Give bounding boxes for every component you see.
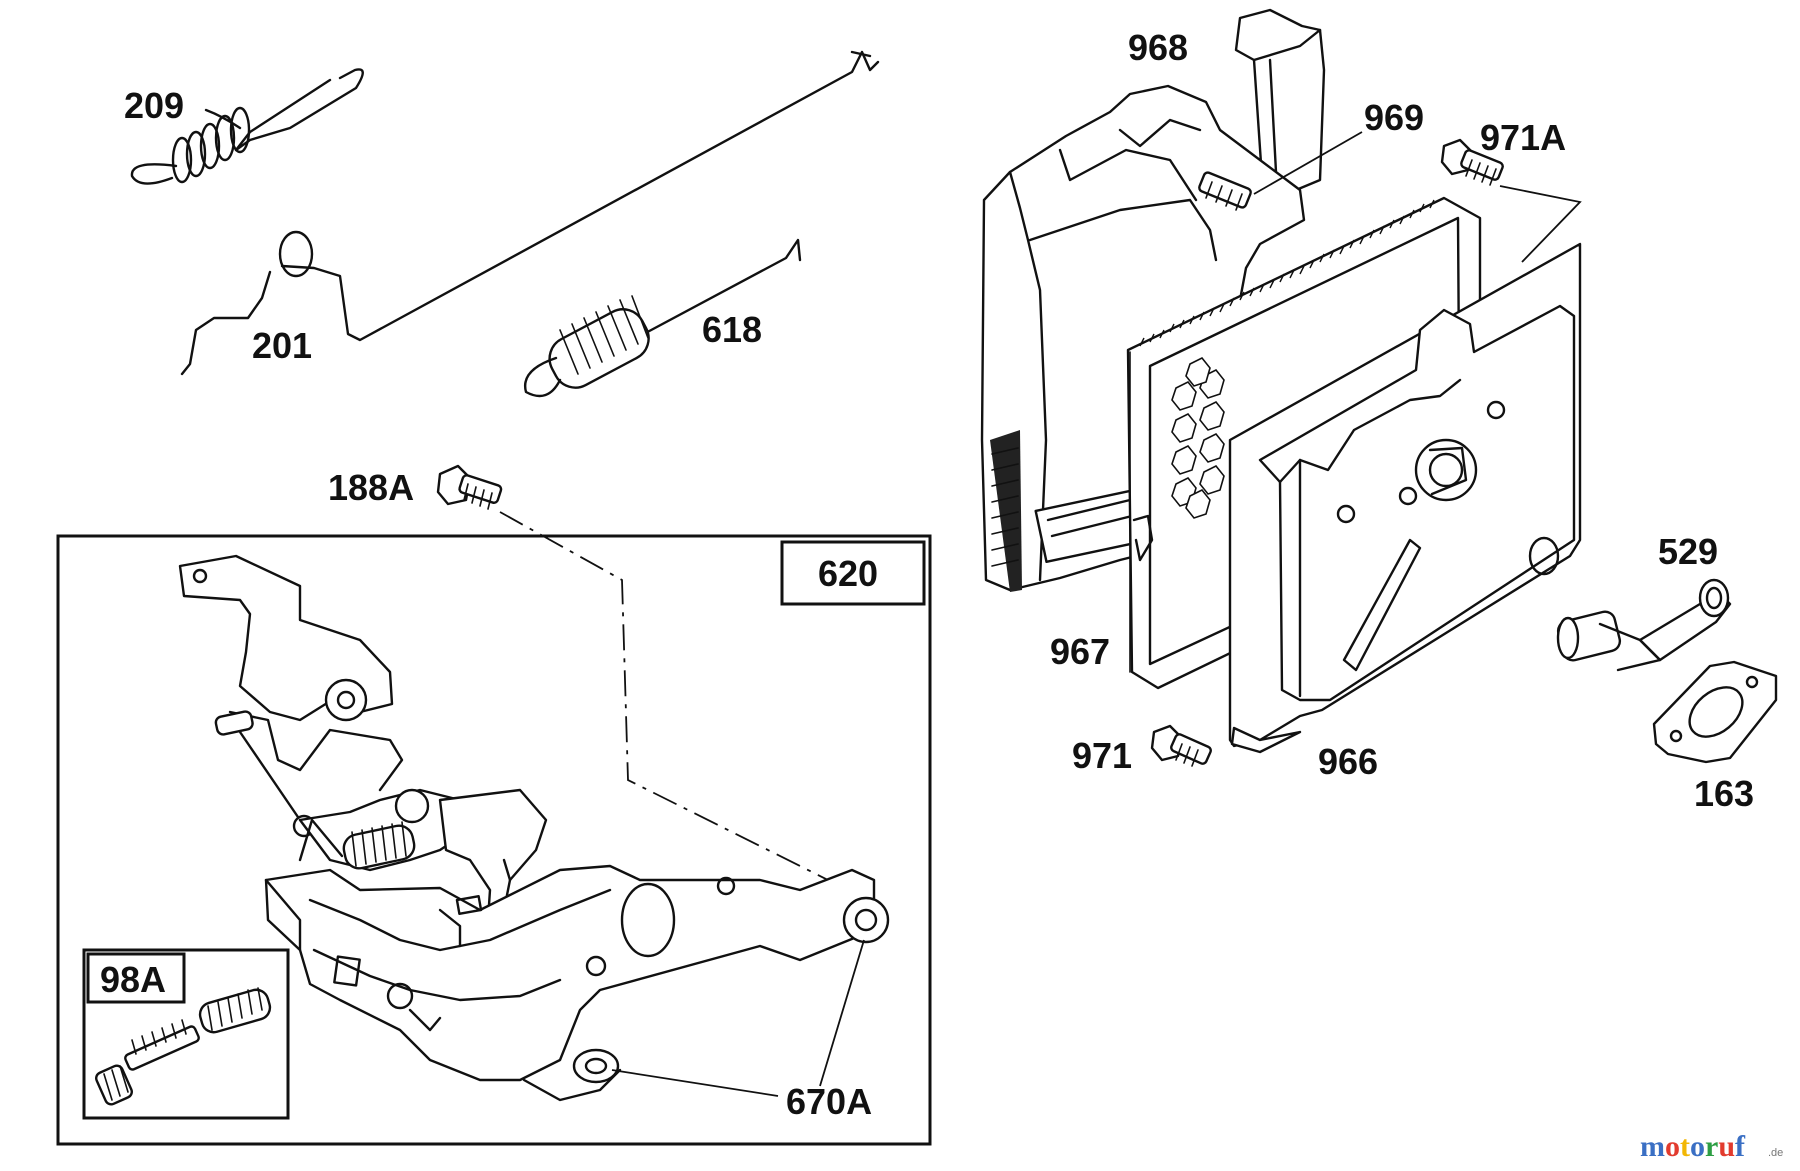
part-971a-screw (1440, 138, 1504, 186)
part-201-governor-rod (180, 50, 880, 376)
label-971: 971 (1072, 735, 1132, 776)
leader-670a-upper (819, 939, 865, 1087)
label-529: 529 (1658, 531, 1718, 572)
wm-letter-2: t (1680, 1130, 1690, 1163)
label-618: 618 (702, 309, 762, 350)
part-529-breather-tube (1556, 578, 1732, 672)
label-163: 163 (1694, 773, 1754, 814)
part-971-screw (1150, 724, 1212, 767)
wm-letter-4: r (1705, 1130, 1718, 1163)
svg-text:motoruf: motoruf (1640, 1130, 1746, 1163)
label-670a: 670A (786, 1081, 872, 1122)
label-966: 966 (1318, 741, 1378, 782)
part-618-governor-spring (523, 238, 802, 398)
wm-letter-1: o (1665, 1130, 1680, 1163)
leader-969 (1253, 131, 1363, 195)
assembly-dash-line (499, 511, 857, 895)
leader-670a-lower (611, 1069, 779, 1097)
wm-letter-6: f (1735, 1130, 1746, 1163)
label-968: 968 (1128, 27, 1188, 68)
part-188a-screw (436, 464, 503, 510)
part-969-stud (1198, 171, 1252, 211)
wm-suffix: .de (1768, 1147, 1783, 1159)
inset-98a-frame (82, 948, 290, 1120)
watermark-logo: motoruf .de (1640, 1130, 1783, 1163)
part-98a-screw-spring (95, 987, 272, 1106)
part-966-cover (1228, 242, 1582, 754)
wm-letter-0: m (1640, 1130, 1665, 1163)
inset-98a-tag (86, 952, 186, 1004)
part-209-spring-clip (130, 68, 364, 185)
assembly-620-frame (56, 534, 932, 1146)
label-98a: 98A (100, 959, 166, 1000)
label-969: 969 (1364, 97, 1424, 138)
part-620-governor-control (178, 554, 890, 1102)
wm-letter-5: u (1718, 1130, 1735, 1163)
part-163-gasket (1652, 660, 1778, 764)
wm-letter-3: o (1690, 1130, 1705, 1163)
label-201: 201 (252, 325, 312, 366)
label-209: 209 (124, 85, 184, 126)
label-188a: 188A (328, 467, 414, 508)
leader-971a (1499, 185, 1582, 263)
label-971a: 971A (1480, 117, 1566, 158)
label-967: 967 (1050, 631, 1110, 672)
label-620: 620 (818, 553, 878, 594)
assembly-620-tag (780, 540, 926, 606)
